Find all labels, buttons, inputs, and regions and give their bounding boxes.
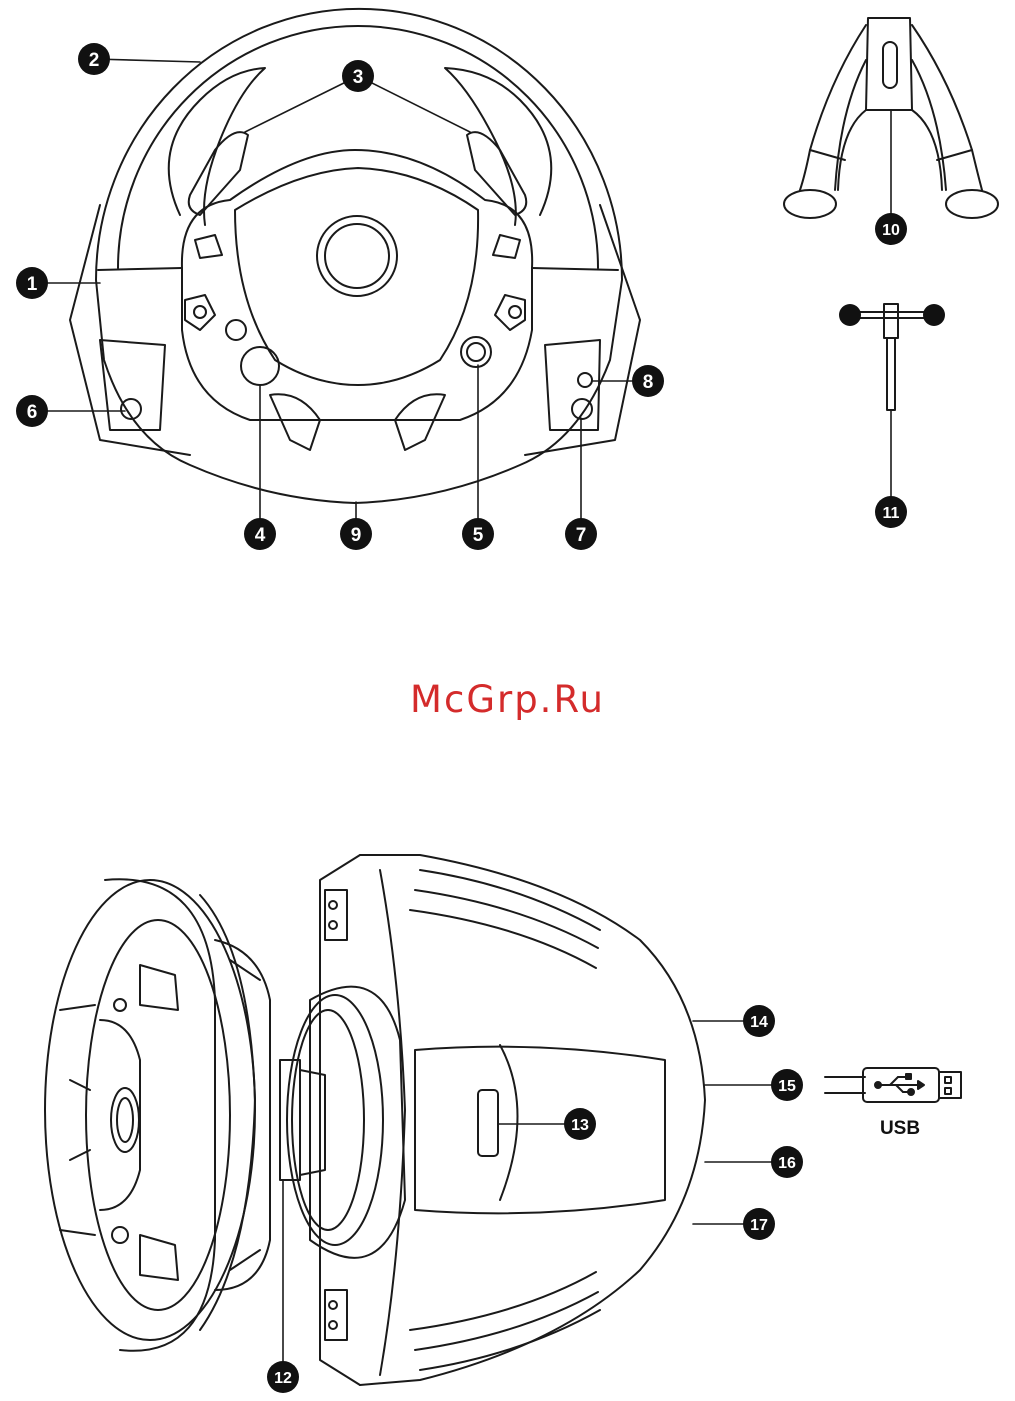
svg-text:10: 10	[882, 222, 900, 239]
svg-text:15: 15	[778, 1078, 796, 1095]
knob-right	[923, 304, 945, 326]
svg-text:13: 13	[571, 1117, 589, 1134]
knob-left	[839, 304, 861, 326]
callout-17: 17	[743, 1208, 775, 1240]
callout-13: 13	[564, 1108, 596, 1140]
svg-text:6: 6	[27, 402, 38, 423]
callout-10: 10	[875, 213, 907, 245]
callout-6: 6	[16, 395, 48, 427]
callout-15: 15	[771, 1069, 803, 1101]
svg-text:16: 16	[778, 1155, 796, 1172]
svg-text:4: 4	[255, 525, 266, 546]
svg-text:9: 9	[351, 525, 362, 546]
svg-text:8: 8	[643, 372, 654, 393]
svg-text:3: 3	[353, 67, 364, 88]
svg-text:17: 17	[750, 1217, 768, 1234]
callout-5: 5	[462, 518, 494, 550]
callout-8: 8	[632, 365, 664, 397]
callout-2: 2	[78, 43, 110, 75]
callout-11: 11	[875, 496, 907, 528]
callout-4: 4	[244, 518, 276, 550]
accessory-screw	[858, 304, 930, 410]
svg-text:1: 1	[27, 274, 38, 295]
usb-plug	[825, 1068, 961, 1102]
callout-9: 9	[340, 518, 372, 550]
wheel-side-view	[45, 855, 705, 1385]
callout-14: 14	[743, 1005, 775, 1037]
svg-text:14: 14	[750, 1014, 768, 1031]
svg-text:7: 7	[576, 525, 587, 546]
svg-text:2: 2	[89, 50, 100, 71]
callout-12: 12	[267, 1361, 299, 1393]
callout-1: 1	[16, 267, 48, 299]
usb-icon	[875, 1074, 924, 1095]
svg-text:12: 12	[274, 1370, 292, 1387]
svg-text:5: 5	[473, 525, 484, 546]
callout-3: 3	[342, 60, 374, 92]
svg-text:11: 11	[883, 505, 900, 522]
watermark: McGrp.Ru	[0, 678, 1015, 721]
callout-16: 16	[771, 1146, 803, 1178]
callout-7: 7	[565, 518, 597, 550]
usb-label: USB	[880, 1118, 920, 1139]
